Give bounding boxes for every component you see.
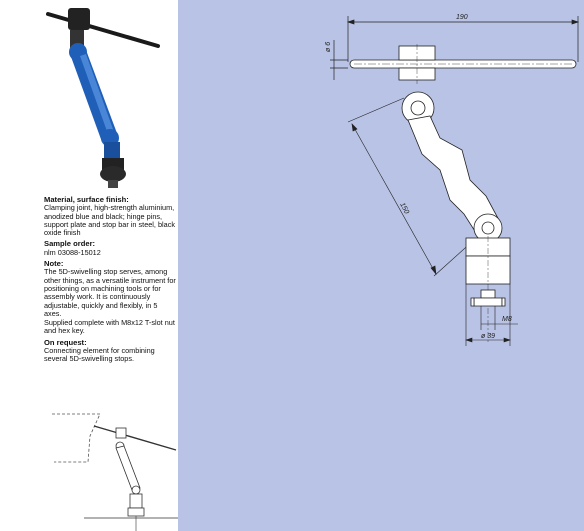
clamp-head bbox=[398, 44, 436, 84]
application-sketch bbox=[52, 413, 178, 531]
on-request-heading: On request: bbox=[44, 337, 87, 347]
dim-thread: M8 bbox=[502, 316, 512, 323]
note-heading: Note: bbox=[44, 259, 64, 269]
technical-drawing: 190 ø 6 150 bbox=[325, 14, 580, 346]
dim-bar-diameter: ø 6 bbox=[325, 42, 332, 52]
product-photo bbox=[46, 8, 160, 188]
t-slot-nut bbox=[470, 289, 506, 307]
dim-base-diameter: ø 39 bbox=[481, 333, 495, 340]
stop-bar bbox=[349, 59, 577, 69]
sample-order-text: nlm 03088-15012 bbox=[44, 247, 101, 257]
product-description: Material, surface finish: Clamping joint… bbox=[44, 195, 176, 367]
material-text: Clamping joint, high-strength aluminium,… bbox=[44, 203, 176, 238]
sample-order-heading: Sample order: bbox=[44, 239, 96, 249]
dim-arm-length: 150 bbox=[398, 202, 410, 216]
left-column: Material, surface finish: Clamping joint… bbox=[0, 0, 178, 531]
base-block bbox=[465, 236, 511, 342]
note-text-1: The 5D-swivelling stop serves, among oth… bbox=[44, 267, 176, 318]
on-request-text: Connecting element for combining several… bbox=[44, 346, 155, 364]
dim-bar-length: 190 bbox=[456, 14, 468, 21]
material-heading: Material, surface finish: bbox=[44, 195, 129, 204]
note-text-2: Supplied complete with M8x12 T-slot nut … bbox=[44, 318, 175, 336]
swivel-arm bbox=[401, 91, 503, 243]
technical-drawing-panel: 190 ø 6 150 bbox=[178, 0, 584, 531]
